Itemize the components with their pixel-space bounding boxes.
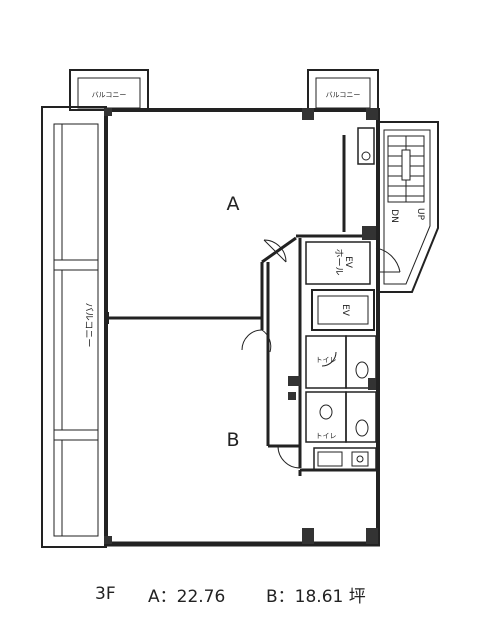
balcony-left	[41, 106, 107, 548]
toilet-1-label: トイレ	[316, 356, 337, 364]
balcony-left-label: バルコニー	[83, 303, 94, 348]
columns	[104, 108, 378, 544]
ev-label: EV	[340, 304, 350, 317]
balcony-top-right	[307, 69, 379, 111]
exterior-walls	[104, 108, 380, 547]
room-b-label: B	[226, 429, 239, 451]
toilet-2-label: トイレ	[316, 432, 337, 440]
balcony-top-left-label: バルコニー	[92, 91, 127, 99]
floor-plan: バルコニー バルコニー バルコニー	[41, 69, 439, 548]
room-a-label: A	[227, 193, 240, 215]
kitchenette	[313, 447, 377, 471]
ev-hall	[305, 241, 375, 331]
stairs-dn-label: DN	[389, 209, 399, 223]
balcony-top-left	[69, 69, 149, 111]
stairs	[377, 121, 439, 293]
floor-label: 3F	[95, 584, 116, 604]
area-a-label: A：22.76	[148, 586, 226, 607]
door-swings	[241, 239, 401, 469]
area-b-label: B：18.61 坪	[266, 586, 366, 607]
balcony-top-right-label: バルコニー	[326, 91, 361, 99]
core-walls	[260, 135, 376, 476]
utility-top-right	[357, 127, 375, 165]
stairs-up-label: UP	[415, 208, 425, 221]
toilets	[305, 335, 377, 443]
area-caption: 3F A：22.76 B：18.61 坪	[0, 580, 480, 608]
pipe-spaces	[288, 226, 376, 400]
ev-hall-label: EVホール	[333, 248, 353, 275]
partition-a-b	[107, 312, 262, 324]
